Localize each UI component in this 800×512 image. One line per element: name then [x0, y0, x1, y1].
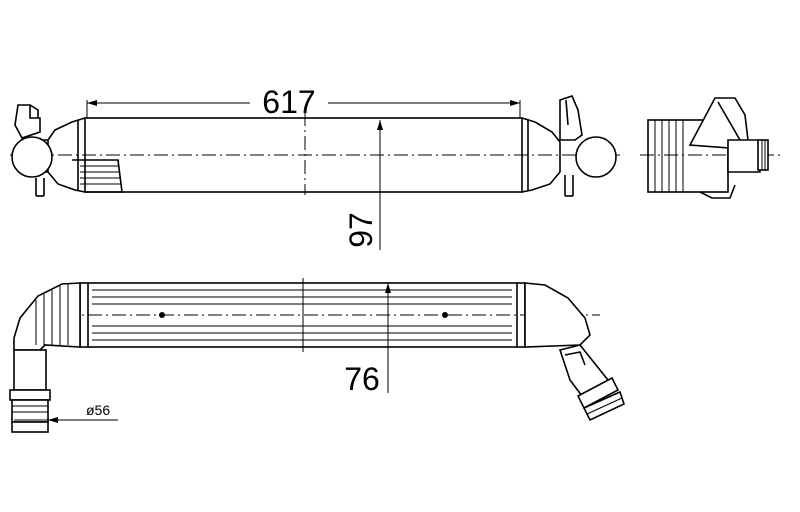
dim-diameter-label: ø56 — [86, 402, 110, 418]
left-tank — [11, 104, 123, 197]
dim-height: 97 — [343, 120, 383, 250]
front-view: 617 97 — [10, 84, 620, 250]
dim-depth-label: 76 — [344, 361, 380, 397]
right-port-circle — [575, 136, 617, 178]
dim-diameter: ø56 — [14, 402, 118, 423]
left-port-circle — [11, 136, 53, 178]
right-tank — [521, 95, 617, 197]
bottom-view: 76 ø56 — [9, 278, 625, 433]
dim-depth: 76 — [344, 283, 391, 397]
dim-length-label: 617 — [262, 84, 315, 120]
dim-height-label: 97 — [343, 212, 379, 248]
dim-length: 617 — [86, 84, 521, 120]
side-view — [640, 97, 780, 199]
